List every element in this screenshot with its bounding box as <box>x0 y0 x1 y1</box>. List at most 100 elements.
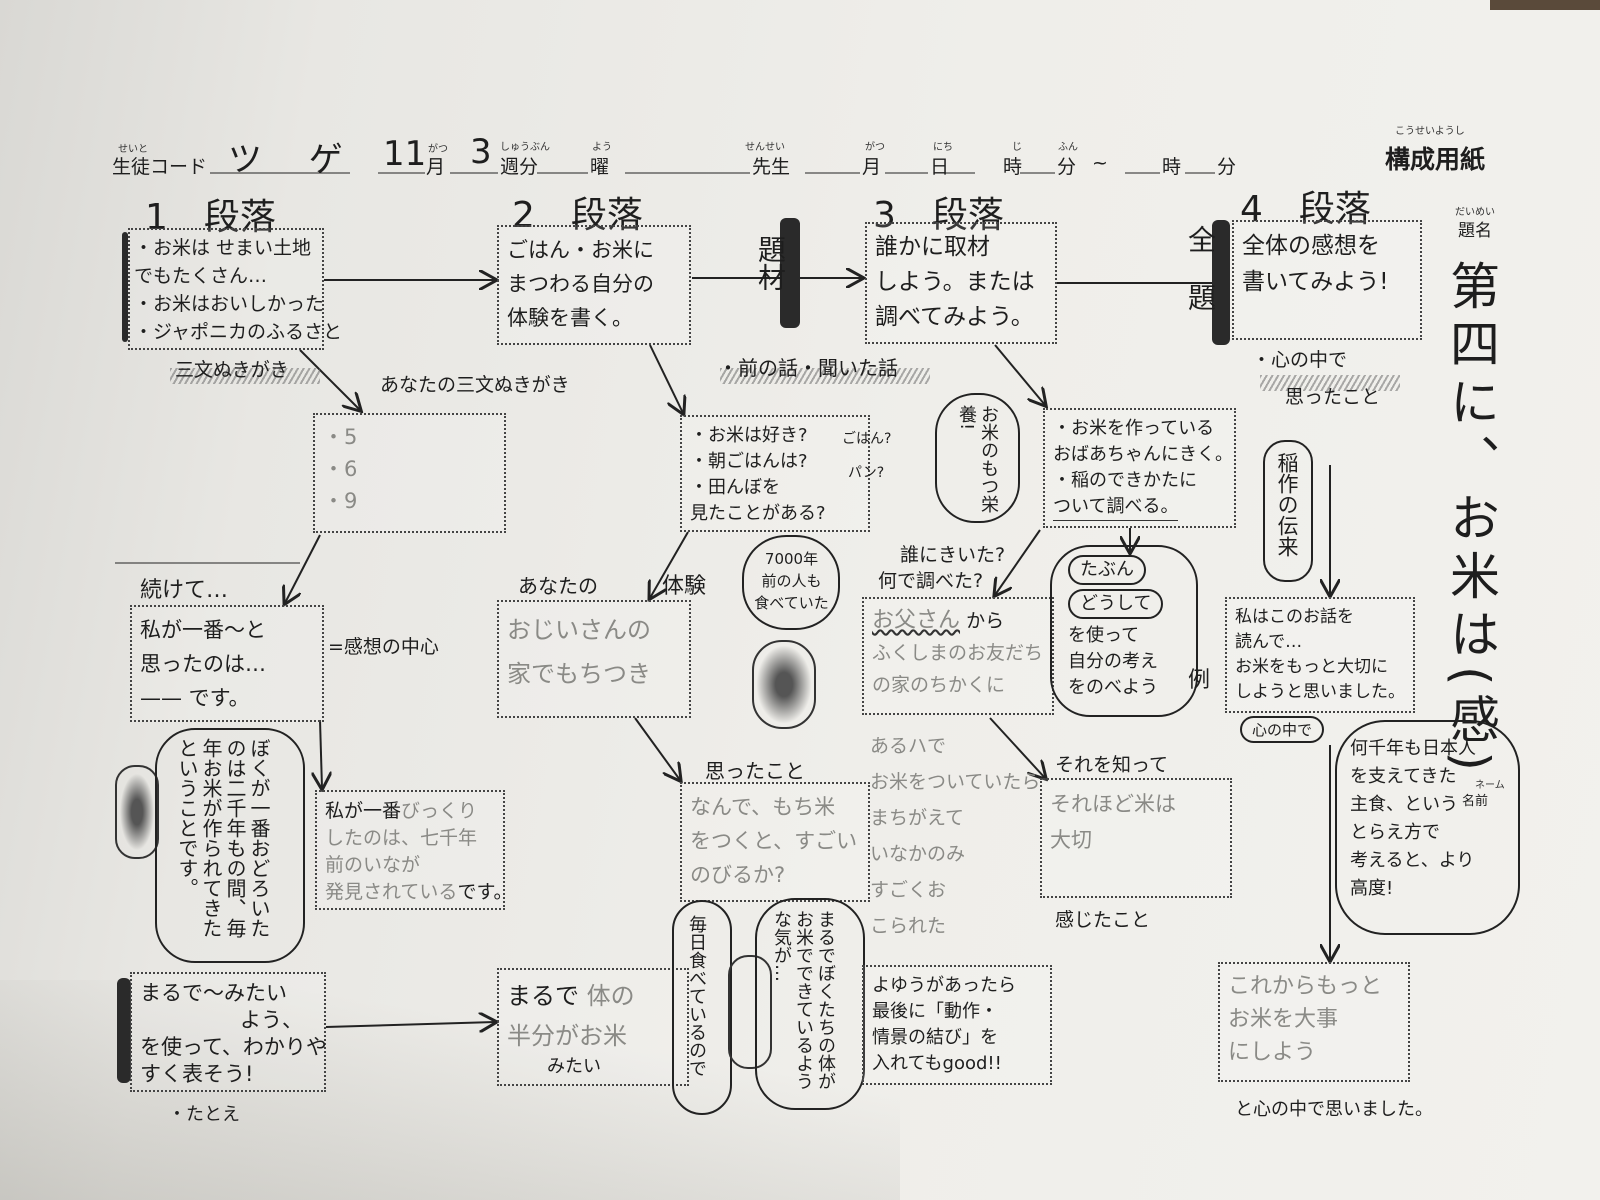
speech-text: 7000年前の人も食べていた <box>754 550 829 612</box>
closing-text: と心の中で思いました。 <box>1235 1099 1433 1120</box>
student-code-value[interactable]: ツ ゲ <box>228 140 361 180</box>
ruby: ネーム <box>1475 780 1505 791</box>
day-label: 曜 <box>590 156 610 178</box>
ruby: ふん <box>1058 142 1078 153</box>
speech-bubble <box>672 900 732 1115</box>
ruby: せんせい <box>745 142 785 153</box>
arrow <box>989 717 1045 778</box>
paragraph-4-box: 全体の感想を書いてみよう! <box>1232 220 1422 340</box>
paragraph-1-box: ・お米は せまい土地でもたくさん…・お米はおいしかった・ジャポニカのふるさと <box>128 228 342 350</box>
example-label: 例 <box>1188 668 1211 693</box>
caption-heard-story: ・前の話・聞いた話 <box>718 356 898 380</box>
bubble-text: 稲作の伝来 <box>1275 452 1299 557</box>
speech-bubble <box>742 535 840 630</box>
week-value[interactable]: 3 <box>470 132 492 172</box>
caption-experience: 体験 <box>662 574 707 599</box>
caption-how-researched: 何で調べた? <box>878 570 984 592</box>
student-code-label: 生徒コード <box>112 156 208 178</box>
frog-drawing <box>115 765 159 859</box>
caption-in-heart: ・心の中で <box>1252 349 1348 371</box>
loose-pencil-notes: あるハでお米をついていたらまちがえていなかのみすごくおこられた <box>870 735 1041 937</box>
feelings-box[interactable]: それほど米は大切 <box>1040 778 1232 898</box>
speech-bubble <box>155 728 305 963</box>
note-gohan: ごはん? <box>842 431 892 447</box>
pencil-shading <box>1260 375 1400 391</box>
month-label: 月 <box>426 156 446 178</box>
bubble-text: ぼくが一番おどろいたのは二千年もの間、毎年お米が作られてきたということです。 <box>175 738 271 938</box>
section-1-title: 1 段落 <box>145 197 276 238</box>
experience-box[interactable]: おじいさんの家でもちつき <box>497 600 691 718</box>
arrow <box>325 1022 495 1027</box>
caption-your-sanbun: あなたの三文ぬきがき <box>380 374 570 396</box>
hour-label: 時 <box>1003 156 1023 178</box>
comment-text: 何千年も日本人を支えてきた主食、というとらえ方で考えると、より高度! <box>1350 738 1476 899</box>
ruby: こうせいようし <box>1395 126 1465 137</box>
ruby: せいと <box>118 144 148 155</box>
pencil-shading <box>720 368 930 384</box>
title-label: 題名 <box>1458 221 1492 241</box>
bubble-text: 毎日食べているので <box>686 915 707 1077</box>
ruby: よう <box>592 142 612 153</box>
caption-knowing-that: それを知って <box>1055 754 1169 776</box>
arrow <box>320 719 322 788</box>
main-impression-box: 私が一番～と思ったのは…—— です。 <box>130 605 324 722</box>
section-4-title: 4 段落 <box>1240 189 1371 230</box>
frog-drawing <box>752 640 816 729</box>
hint-cloud <box>1050 545 1198 717</box>
ruby: だいめい <box>1455 207 1495 218</box>
interview-box[interactable]: お父さん から ふくしまのお友だちの家のちかくに <box>862 597 1054 715</box>
simile-answer-box[interactable]: まるで 体の 半分がお米 みたい <box>497 968 689 1086</box>
final-thought-box[interactable]: これからもっとお米を大事にしよう <box>1218 962 1410 1082</box>
comment-cloud <box>1335 720 1520 935</box>
frog-drawing <box>728 955 772 1069</box>
impression-center-note: =感想の中心 <box>328 636 439 658</box>
subject-label: 題材 <box>754 235 787 291</box>
ruby: がつ <box>428 144 448 155</box>
name-label: 名前 <box>1462 794 1489 809</box>
ruby: にち <box>933 142 953 153</box>
speech-bubble <box>755 898 865 1110</box>
arrow <box>285 534 321 603</box>
caption-thoughts: 思ったこと <box>705 759 805 783</box>
conclusion-example-box: 私はこのお話を読んで…お米をもっと大切にしようと思いました。 <box>1225 597 1415 713</box>
margin-marker <box>780 218 800 328</box>
paragraph-2-box: ごはん・お米にまつわる自分の体験を書く。 <box>497 225 691 345</box>
ruby: しゅうぶん <box>500 142 550 153</box>
note-pan: パン? <box>848 465 885 481</box>
in-heart-bubble: 心の中で <box>1240 716 1325 743</box>
arrow <box>299 349 360 410</box>
caption-felt: 感じたこと <box>1055 909 1151 931</box>
caption-continue: 続けて… <box>140 578 229 603</box>
teacher-label: 先生 <box>752 156 791 178</box>
paragraph-3-box: 誰かに取材しよう。または調べてみよう。 <box>865 222 1057 344</box>
essay-title[interactable]: 第四に、お米は(感) <box>1442 260 1500 780</box>
extra-tip-box: よゆうがあったら最後に「動作・情景の結び」を入れてもgood!! <box>862 965 1052 1085</box>
arrow <box>994 344 1045 405</box>
caption-your: あなたの <box>518 574 598 598</box>
caption-metaphor: ・たとえ <box>168 1104 240 1125</box>
arrow <box>649 344 683 413</box>
margin-marker <box>122 232 128 342</box>
date-day-label: 日 <box>930 156 950 178</box>
arrow <box>650 531 689 598</box>
ruby: じ <box>1012 142 1022 153</box>
questions-box: ・お米は好き?・朝ごはんは?・田んぼを見たことがある? <box>680 415 870 532</box>
hint-text: たぶん どうして を使って自分の考えをのべよう <box>1068 555 1164 701</box>
section-3-title: 3 段落 <box>873 195 1004 236</box>
surprise-box[interactable]: 私が一番びっくり したのは、七千年 前のいなが 発見されているです。 <box>315 790 513 910</box>
caption-who-asked: 誰にきいた? <box>900 544 1006 566</box>
caption-sanbun: 三文ぬきがき <box>175 359 289 381</box>
minute-label: 分 <box>1057 156 1077 178</box>
section-2-title: 2 段落 <box>512 195 643 236</box>
sanbun-box[interactable]: ・5・6・9 <box>313 413 506 533</box>
thoughts-box[interactable]: なんで、もち米をつくと、すごいのびるか? <box>680 782 870 902</box>
simile-box: まるで〜みたいよう、を使って、わかりやすく表そう! <box>130 972 327 1092</box>
bubble-text: お米のもつ栄養! <box>956 405 999 513</box>
arrow <box>634 717 680 780</box>
month-value[interactable]: 11 <box>383 134 427 174</box>
research-box: ・お米を作っているおばあちゃんにきく。・稲のできかたについて調べる。 <box>1043 408 1236 528</box>
sheet-title: 構成用紙 <box>1385 145 1486 174</box>
bubble-text: まるでぼくたちの体がお米でできているような気が… <box>771 910 836 1090</box>
thought-bubble <box>935 393 1020 523</box>
